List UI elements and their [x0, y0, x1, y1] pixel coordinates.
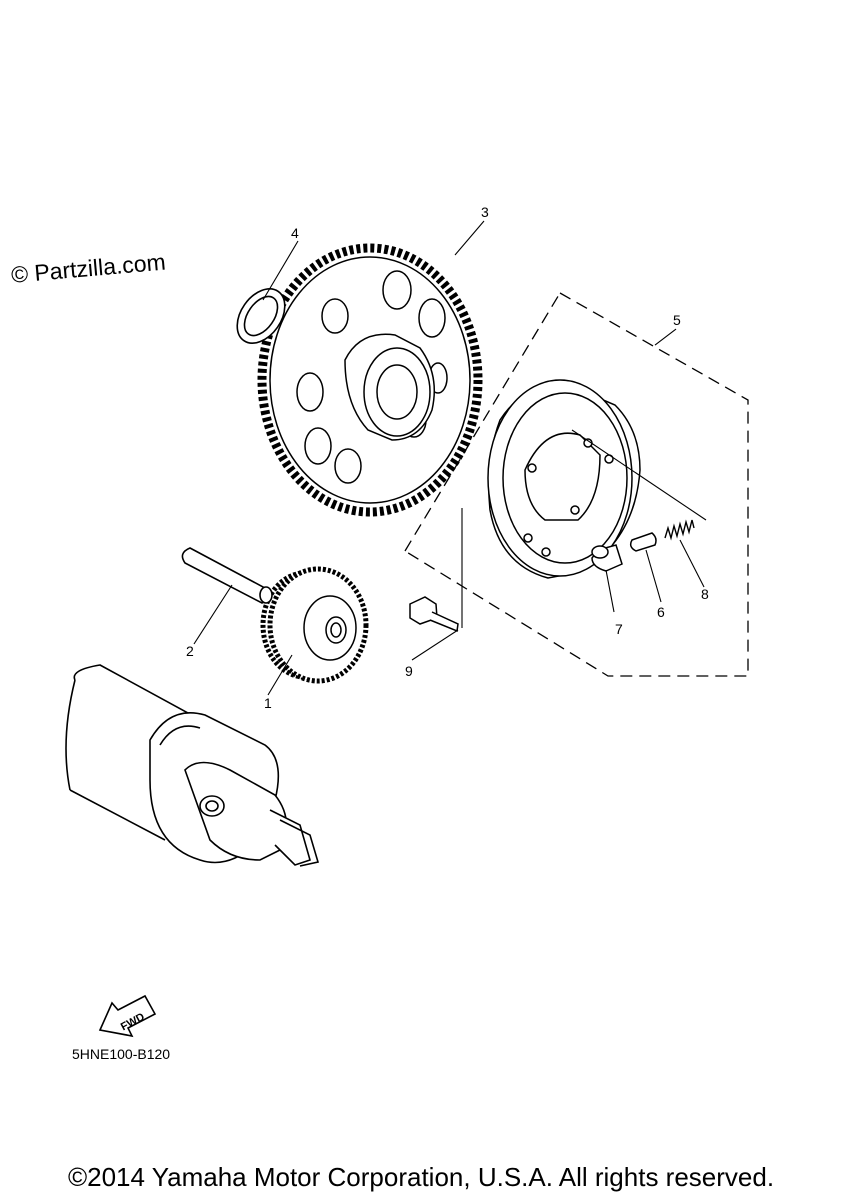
leader-lines	[193, 220, 707, 696]
callout-4: 4	[291, 225, 299, 241]
callout-7: 7	[615, 621, 623, 637]
clutch-assembly-outline	[404, 292, 749, 677]
spring	[664, 519, 695, 541]
pin	[629, 532, 657, 552]
callout-6: 6	[657, 604, 665, 620]
callout-3: 3	[481, 204, 489, 220]
shaft	[181, 547, 273, 604]
callout-5: 5	[673, 312, 681, 328]
callout-2: 2	[186, 643, 194, 659]
diagram-code: 5HNE100-B120	[72, 1046, 171, 1062]
callout-8: 8	[701, 586, 709, 602]
washer	[236, 288, 286, 344]
copyright-notice: ©2014 Yamaha Motor Corporation, U.S.A. A…	[67, 1162, 775, 1192]
starter-wheel-gear	[257, 243, 483, 517]
fwd-arrow-icon: FWD	[98, 994, 157, 1038]
callout-9: 9	[405, 663, 413, 679]
starter-idle-gear	[260, 566, 369, 684]
bolt	[409, 596, 459, 633]
callout-1: 1	[264, 695, 272, 711]
roller	[591, 544, 623, 572]
starter-motor	[65, 664, 320, 867]
one-way-clutch	[487, 379, 641, 579]
callout-labels: 1 2 3 4 5 6 7 8 9	[186, 204, 709, 711]
